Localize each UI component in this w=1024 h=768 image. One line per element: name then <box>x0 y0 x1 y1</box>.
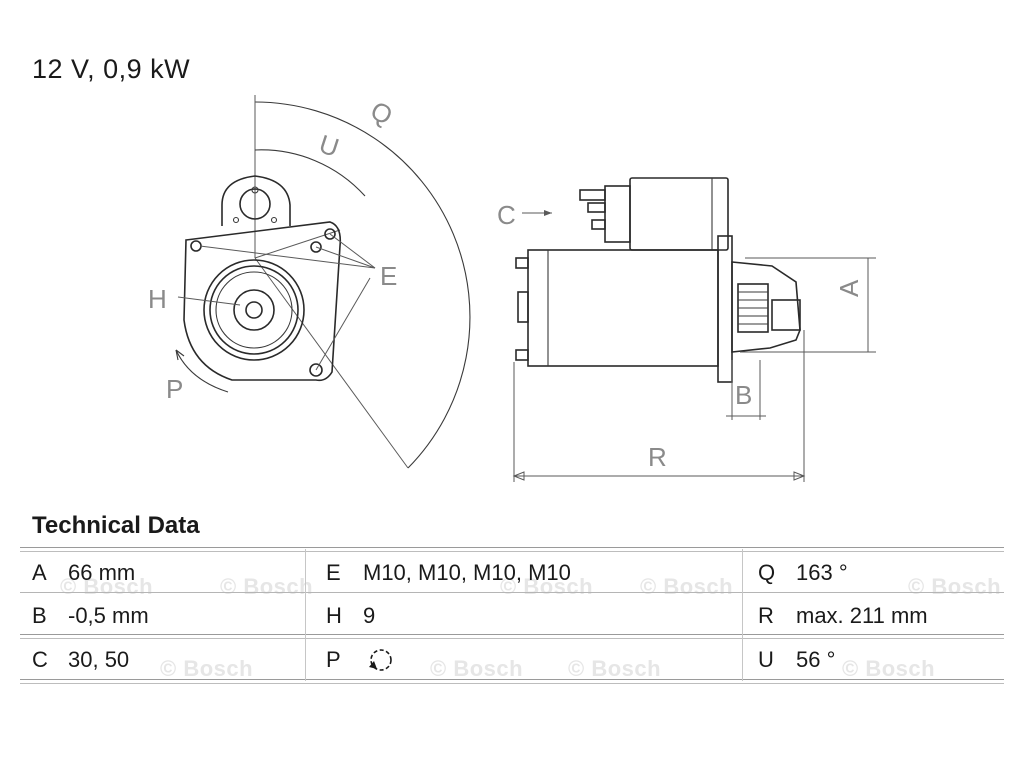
top-mounting-ear <box>221 175 291 226</box>
watermark: © Bosch <box>568 656 662 681</box>
watermark: © Bosch <box>220 574 314 599</box>
label-c: C <box>497 200 516 230</box>
u-angle-arc <box>254 149 366 197</box>
row3-col3-value: 56 ° <box>796 647 836 672</box>
row1-col2-key: E <box>326 560 341 585</box>
row1-col3-value: 163 ° <box>796 560 848 585</box>
table-row-rule <box>20 592 1004 593</box>
table-top-rule <box>20 547 1004 552</box>
label-q: Q <box>366 95 398 131</box>
watermark: © Bosch <box>640 574 734 599</box>
starter-motor-drawing: Q U E H P C A B R <box>148 95 876 482</box>
side-flange <box>717 235 733 383</box>
label-r: R <box>648 442 667 472</box>
label-a: A <box>834 279 864 297</box>
row1-col1-key: A <box>32 560 47 585</box>
pinion-gear <box>233 289 275 331</box>
flange-hole-left <box>190 240 202 252</box>
watermark: © Bosch <box>500 574 594 599</box>
column-divider <box>305 549 306 681</box>
watermark: © Bosch <box>908 574 1002 599</box>
top-ear-hole <box>239 188 271 220</box>
row2-col2-value: 9 <box>363 603 376 628</box>
table-bottom-rule <box>20 679 1004 684</box>
table-row-rule <box>20 634 1004 639</box>
drive-nose <box>731 261 801 353</box>
solenoid <box>629 177 729 251</box>
row2-col2-key: H <box>326 603 342 628</box>
column-divider <box>742 549 743 681</box>
u-angle-ray <box>254 229 341 259</box>
flange-hole-bottom <box>309 363 323 377</box>
side-view <box>512 177 876 482</box>
row3-col1-value: 30, 50 <box>68 647 130 672</box>
terminal-30 <box>579 189 606 201</box>
row2-col1-value: -0,5 mm <box>68 603 149 628</box>
watermark: © Bosch <box>60 574 154 599</box>
watermark: © Bosch <box>160 656 254 681</box>
row3-col3-key: U <box>758 647 774 672</box>
pinion-housing-outer <box>203 259 305 361</box>
row1-col1-value: 66 mm <box>68 560 136 585</box>
mounting-flange <box>183 221 342 382</box>
row3-col1-key: C <box>32 647 48 672</box>
row1-col2-value: M10, M10, M10, M10 <box>363 560 571 585</box>
technical-data-title: Technical Data <box>32 512 200 539</box>
label-h: H <box>148 284 167 314</box>
row2-col3-key: R <box>758 603 774 628</box>
label-p: P <box>166 374 183 404</box>
label-e: E <box>380 261 397 291</box>
row2-col1-key: B <box>32 603 47 628</box>
front-view <box>175 95 471 469</box>
spec-heading: 12 V, 0,9 kW <box>32 54 191 84</box>
motor-body <box>527 249 719 367</box>
row2-col3-value: max. 211 mm <box>796 603 928 628</box>
p-rotation-arc <box>175 349 229 393</box>
terminal-50 <box>591 219 606 230</box>
q-angle-ray <box>254 257 409 469</box>
q-angle-arc <box>254 101 471 469</box>
flange-hole-right <box>310 241 322 253</box>
row1-col3-key: Q <box>758 560 776 585</box>
label-b: B <box>735 380 752 410</box>
watermark: © Bosch <box>842 656 936 681</box>
flange-hole-top-right <box>324 228 336 240</box>
label-u: U <box>316 129 343 163</box>
watermark: © Bosch <box>430 656 524 681</box>
rotation-counterclockwise-icon <box>369 649 392 671</box>
row3-col2-key: P <box>326 647 341 672</box>
